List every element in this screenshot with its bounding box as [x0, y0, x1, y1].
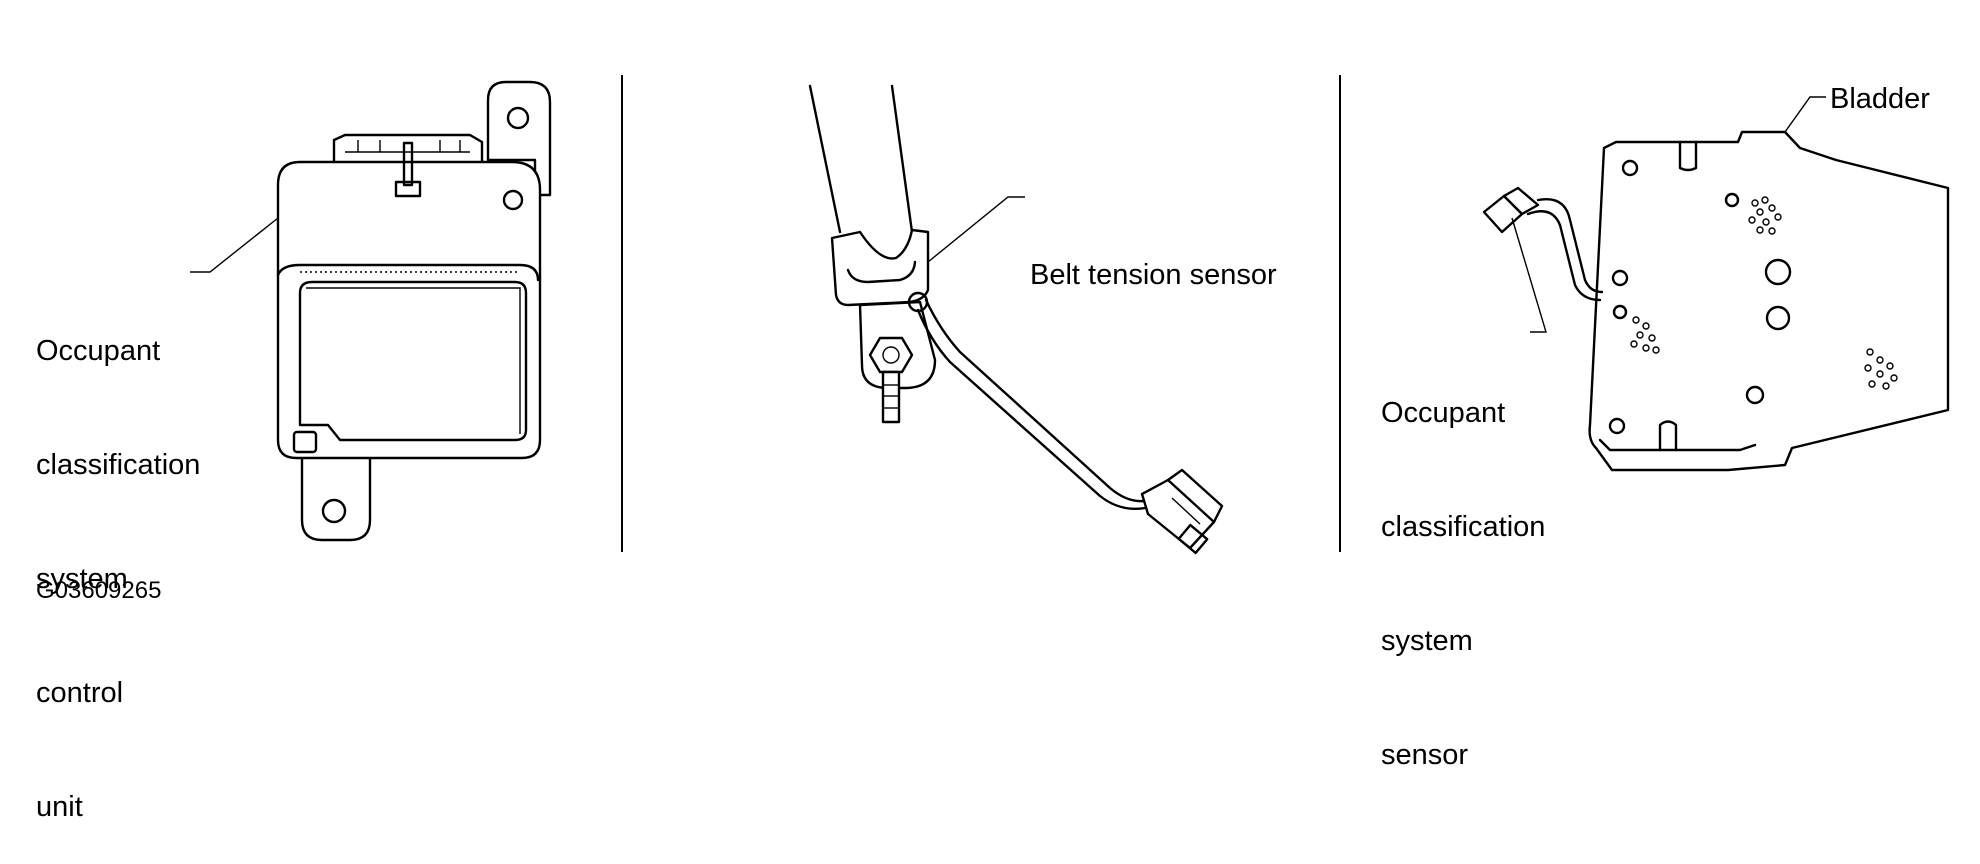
component-illustrations — [190, 75, 1950, 555]
occupant-sensor-label-line: system — [1381, 625, 1473, 657]
control-unit-label-line: Occupant — [36, 335, 161, 367]
control-unit-label: Occupant classification system control u… — [36, 256, 200, 864]
occupant-sensor-label: Occupant classification system sensor — [1381, 318, 1545, 812]
control-unit-label-line: unit — [36, 791, 83, 823]
control-unit-label-line: control — [36, 677, 124, 709]
bladder-sensor-drawing — [1482, 96, 1950, 472]
diagram-canvas: Occupant classification system control u… — [36, 75, 1950, 823]
occupant-sensor-label-line: Occupant — [1381, 397, 1506, 429]
occupant-sensor-label-line: sensor — [1381, 739, 1469, 771]
bladder-label: Bladder — [1830, 83, 1930, 115]
control-unit-label-line: system — [36, 563, 128, 595]
occupant-sensor-label-line: classification — [1381, 511, 1546, 543]
belt-tension-sensor-drawing — [808, 84, 1224, 555]
control-unit-drawing — [190, 80, 552, 542]
figure-code: G03609265 — [36, 577, 162, 604]
belt-tension-sensor-label: Belt tension sensor — [1030, 180, 1277, 332]
control-unit-label-line: classification — [36, 449, 201, 481]
belt-tension-sensor-label-line: Belt tension sensor — [1030, 259, 1277, 291]
